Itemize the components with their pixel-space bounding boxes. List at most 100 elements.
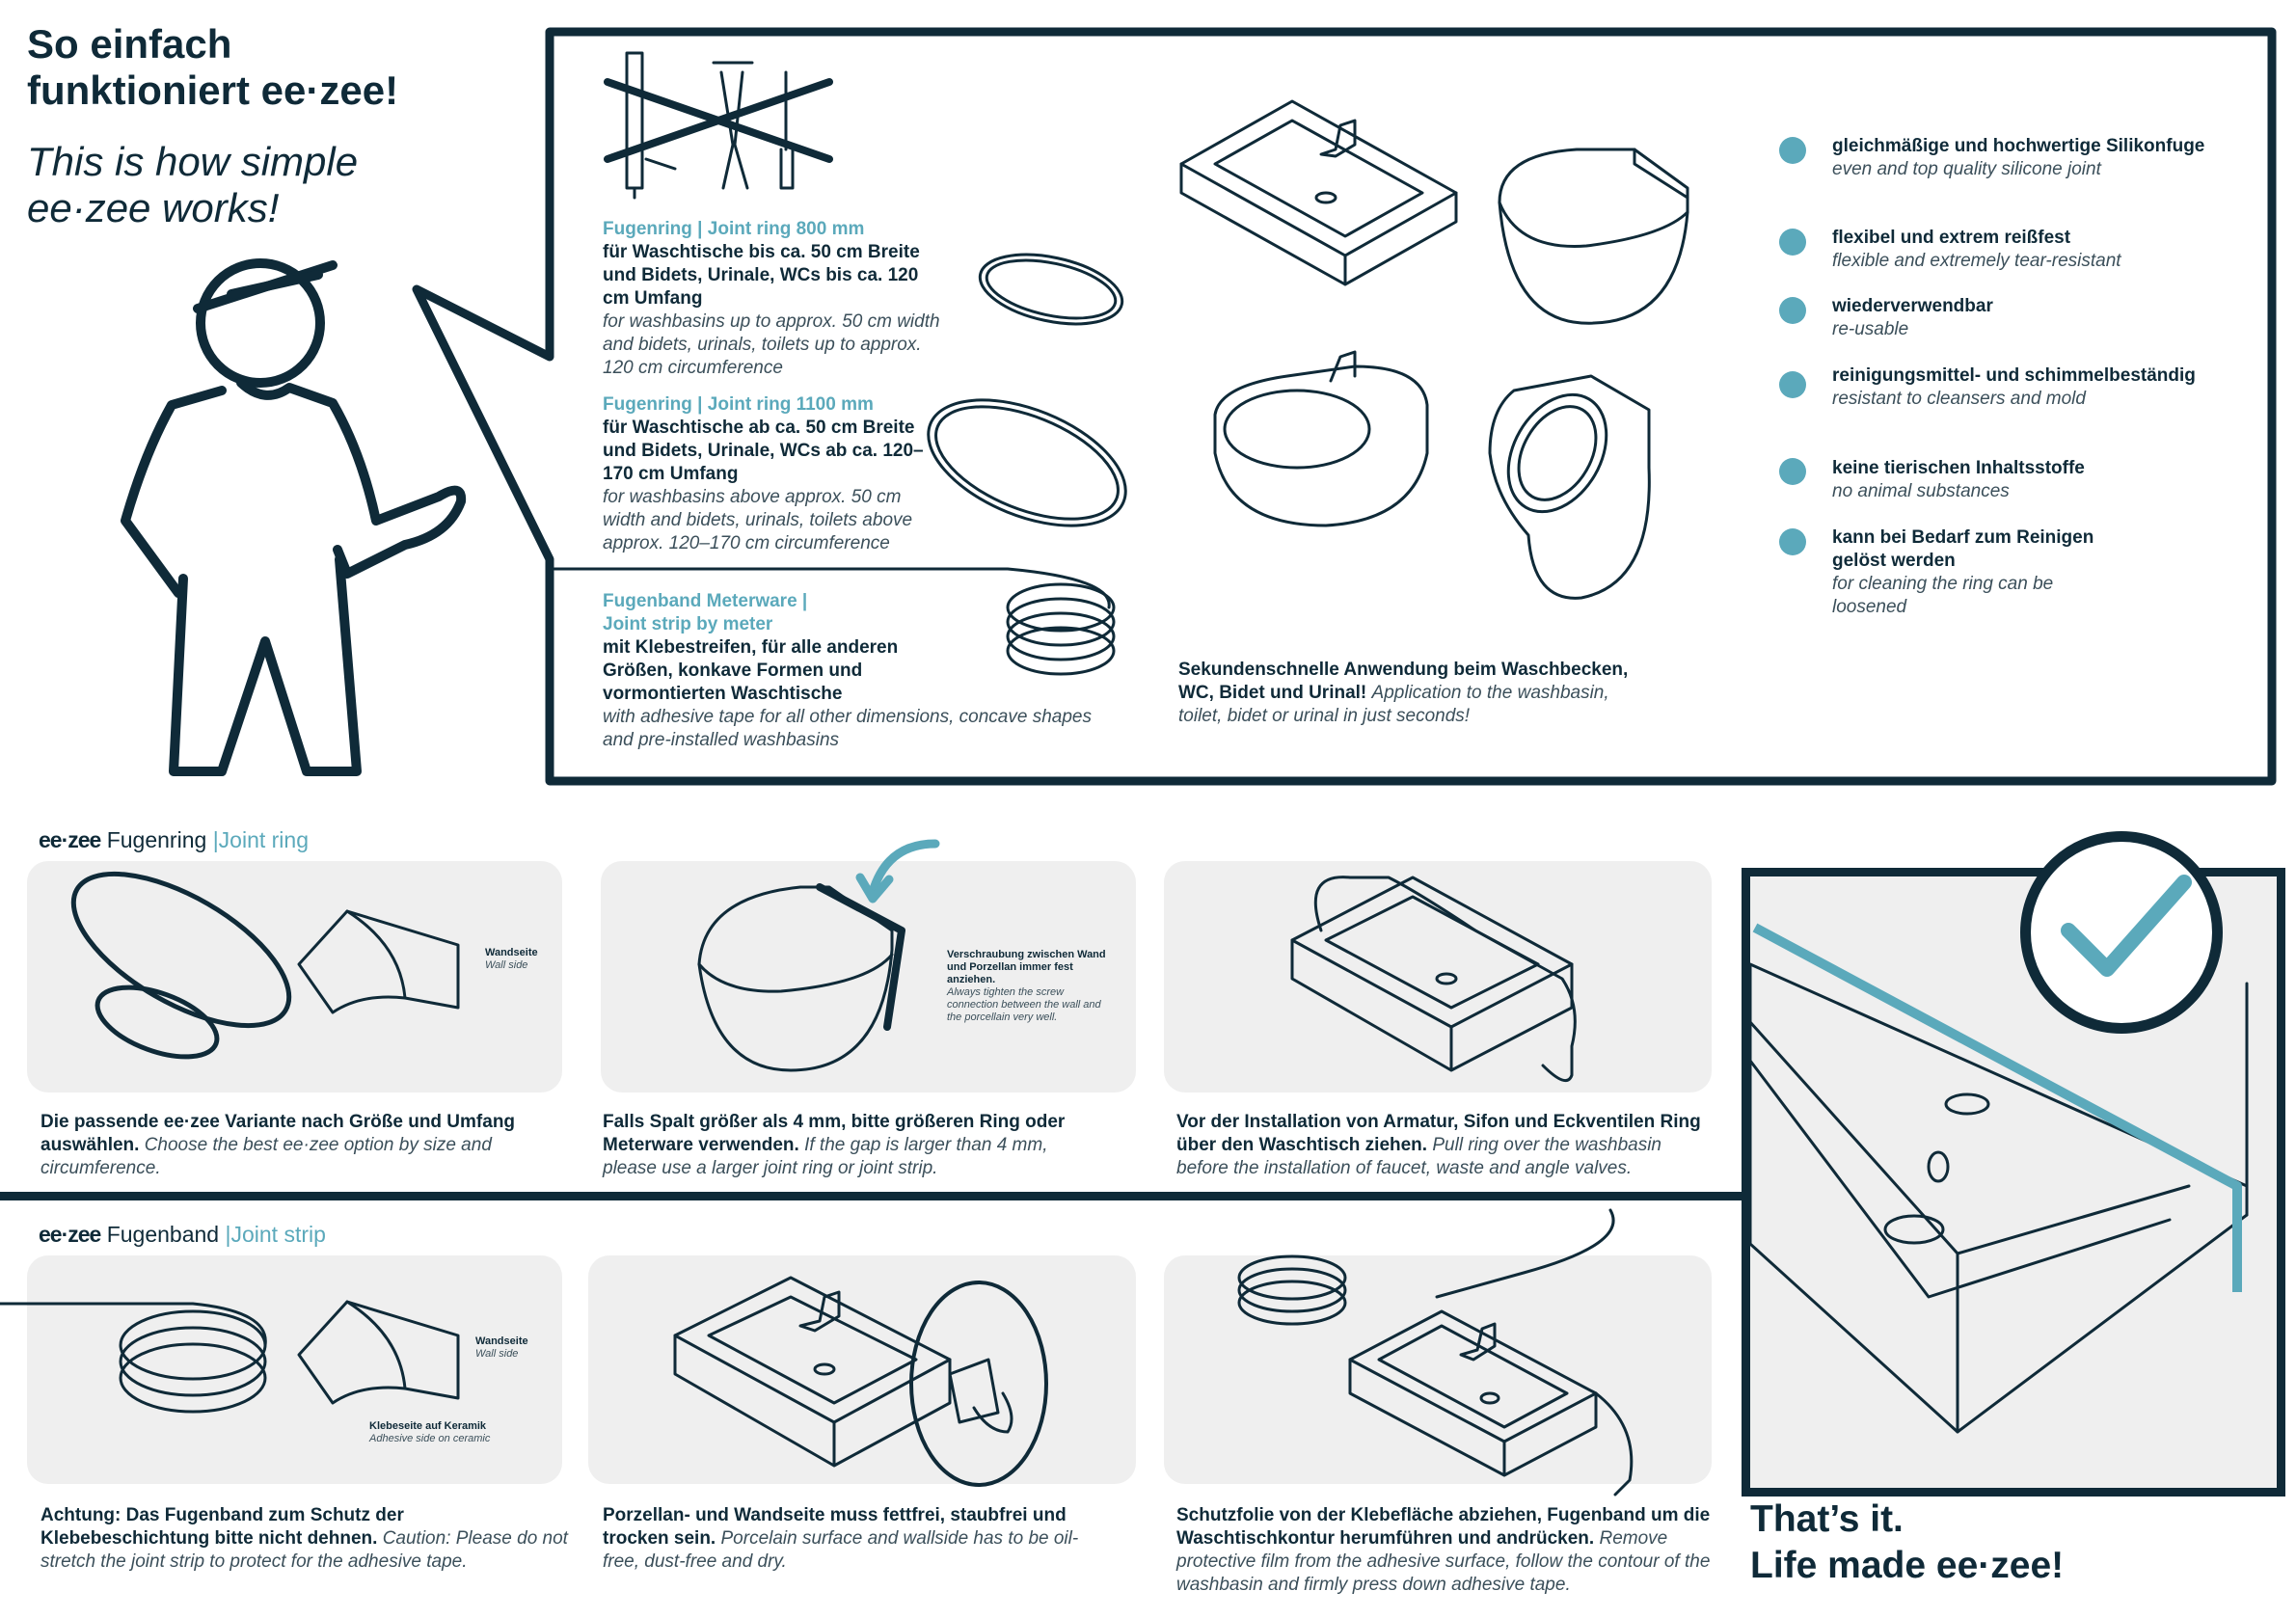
screw-note: Verschraubung zwischen Wand und Porzella… xyxy=(947,949,1106,1024)
feature-en: flexible and extremely tear-resistant xyxy=(1832,251,2121,271)
strip-coil-illustration xyxy=(0,1302,267,1414)
feature-en: resistant to cleansers and mold xyxy=(1832,389,2086,409)
feature-de: flexibel und extrem reißfest xyxy=(1832,228,2071,248)
section2-title-en: Joint strip xyxy=(230,1222,326,1247)
feature-bullet-icon xyxy=(1779,297,1806,324)
final-slogan: That’s it. Life made ee·zee! xyxy=(1750,1497,2064,1589)
feature-item: keine tierischen Inhaltsstoffe no animal… xyxy=(1832,457,2218,503)
feature-item: gleichmäßige und hochwertige Silikonfuge… xyxy=(1832,135,2218,181)
step5-caption: Porzellan- und Wandseite muss fettfrei, … xyxy=(603,1504,1085,1574)
check-badge xyxy=(2020,831,2223,1034)
feature-bullet-icon xyxy=(1779,371,1806,398)
step4-en: Caution: Please do not stretch the joint… xyxy=(41,1528,568,1572)
ring-800-title-de: Fugenring xyxy=(603,219,692,239)
brand-logo: ee·zee xyxy=(39,1222,101,1247)
step3-caption: Vor der Installation von Armatur, Sifon … xyxy=(1176,1111,1716,1180)
step4-caption: Achtung: Das Fugenband zum Schutz der Kl… xyxy=(41,1504,576,1574)
strip-coil-illustration xyxy=(553,567,1116,676)
step1-de: Die passende ee·zee Variante nach Größe … xyxy=(41,1112,516,1155)
strip-meter-block: Fugenband Meterware | Joint strip by met… xyxy=(603,590,1114,752)
washbasin-finished-illustration xyxy=(1748,923,2249,1434)
section1-title-en: Joint ring xyxy=(218,827,309,852)
washbasin-ring-illustration xyxy=(1290,876,1577,1083)
ring-800-illustration xyxy=(978,253,1124,326)
strip-meter-title-en: Joint strip by meter xyxy=(603,614,773,634)
wall-side-en: Wall side xyxy=(485,959,528,971)
washbasin-illustration xyxy=(1179,99,1458,286)
ring-800-desc-en: for washbasins up to approx. 50 cm width… xyxy=(603,311,940,378)
section1-title-de: Fugenring xyxy=(106,827,207,852)
no-tools-icon xyxy=(604,51,833,200)
feature-de: reinigungsmittel- und schimmelbeständig xyxy=(1832,365,2196,386)
washbasin-strip-illustration xyxy=(1237,1208,1634,1497)
feature-en: for cleaning the ring can be loosened xyxy=(1832,574,2054,617)
step3-en: Pull ring over the washbasin before the … xyxy=(1176,1135,1661,1178)
step2-de: Falls Spalt größer als 4 mm, bitte größe… xyxy=(603,1112,1066,1155)
section-joint-ring-title: ee·zee Fugenring |Joint ring xyxy=(39,827,309,852)
strip-profile-illustration xyxy=(297,909,460,1014)
section-divider xyxy=(0,1192,1745,1200)
section2-title-de: Fugenband xyxy=(106,1222,220,1247)
checkmark-icon xyxy=(2061,875,2192,977)
step4-card xyxy=(27,1255,562,1484)
ring-1100-desc-de: für Waschtische ab ca. 50 cm Breite und … xyxy=(603,418,924,484)
ring-1100-title-de: Fugenring xyxy=(603,394,692,415)
rings-pair-illustration xyxy=(70,871,292,1060)
wall-side-label: Wandseite Wall side xyxy=(485,947,538,972)
feature-bullet-icon xyxy=(1779,229,1806,256)
application-de: Sekundenschnelle Anwendung beim Waschbec… xyxy=(1178,660,1629,703)
application-en: Application to the washbasin, toilet, bi… xyxy=(1178,683,1609,726)
ring-1100-desc-en: for washbasins above approx. 50 cm width… xyxy=(603,487,913,553)
title-de-line1: So einfach xyxy=(27,21,232,67)
wall-side-de: Wandseite xyxy=(485,947,538,958)
step1-en: Choose the best ee·zee option by size an… xyxy=(41,1135,492,1178)
application-text: Sekundenschnelle Anwendung beim Waschbec… xyxy=(1178,659,1651,728)
ring-1100-block: Fugenring | Joint ring 1100 mm für Wasch… xyxy=(603,393,935,555)
feature-bullet-icon xyxy=(1779,528,1806,555)
feature-de: wiederverwendbar xyxy=(1832,296,1993,316)
step3-de: Vor der Installation von Armatur, Sifon … xyxy=(1176,1112,1701,1155)
step6-caption: Schutzfolie von der Klebefläche abziehen… xyxy=(1176,1504,1712,1597)
brand-logo: ee·zee xyxy=(39,827,101,852)
feature-bullet-icon xyxy=(1779,458,1806,485)
step5-en: Porcelain surface and wallside has to be… xyxy=(603,1528,1079,1572)
step6-en: Remove protective film from the adhesive… xyxy=(1176,1528,1711,1595)
strip-profile-illustration xyxy=(297,1300,460,1405)
screw-note-de: Verschraubung zwischen Wand und Porzella… xyxy=(947,949,1106,985)
feature-de: keine tierischen Inhaltsstoffe xyxy=(1832,458,2085,478)
feature-en: even and top quality silicone joint xyxy=(1832,159,2101,179)
feature-en: re-usable xyxy=(1832,319,1909,339)
wall-side-label: Wandseite Wall side xyxy=(475,1335,528,1361)
feature-en: no animal substances xyxy=(1832,481,2010,501)
feature-item: reinigungsmittel- und schimmelbeständig … xyxy=(1832,364,2218,411)
ring-1100-title-en: Joint ring 1100 mm xyxy=(707,394,874,415)
wall-side-de: Wandseite xyxy=(475,1335,528,1347)
wall-side-en: Wall side xyxy=(475,1348,519,1360)
feature-item: wiederverwendbar re-usable xyxy=(1832,295,2218,341)
final-line1: That’s it. xyxy=(1750,1498,1904,1540)
title-de: So einfach funktioniert ee·zee! xyxy=(27,21,398,114)
feature-bullet-icon xyxy=(1779,137,1806,164)
toilet-gap-illustration xyxy=(697,839,940,1072)
strip-meter-desc-en: with adhesive tape for all other dimensi… xyxy=(603,707,1092,750)
strip-meter-title-de: Fugenband Meterware | xyxy=(603,591,808,611)
feature-item: flexibel und extrem reißfest flexible an… xyxy=(1832,227,2218,273)
title-en: This is how simple ee·zee works! xyxy=(27,139,358,231)
screw-note-en: Always tighten the screw connection betw… xyxy=(947,986,1101,1023)
urinal-illustration xyxy=(1488,374,1651,600)
adhesive-side-de: Klebeseite auf Keramik xyxy=(369,1420,487,1432)
strip-meter-desc-de: mit Klebestreifen, für alle anderen Größ… xyxy=(603,637,899,704)
section-joint-strip-title: ee·zee Fugenband |Joint strip xyxy=(39,1222,326,1247)
bidet-illustration xyxy=(1213,350,1429,527)
adhesive-side-en: Adhesive side on ceramic xyxy=(369,1433,491,1444)
title-en-line2: ee·zee works! xyxy=(27,185,280,230)
title-en-line1: This is how simple xyxy=(27,139,359,184)
ring-800-title-en: Joint ring 800 mm xyxy=(707,219,865,239)
title-de-line2: funktioniert ee·zee! xyxy=(27,67,399,113)
step1-card xyxy=(27,861,562,1092)
feature-item: kann bei Bedarf zum Reinigen gelöst werd… xyxy=(1832,526,2131,619)
ring-800-block: Fugenring | Joint ring 800 mm für Wascht… xyxy=(603,218,950,380)
step6-de: Schutzfolie von der Klebefläche abziehen… xyxy=(1176,1505,1711,1549)
step5-de: Porzellan- und Wandseite muss fettfrei, … xyxy=(603,1505,1067,1549)
step2-caption: Falls Spalt größer als 4 mm, bitte größe… xyxy=(603,1111,1104,1180)
